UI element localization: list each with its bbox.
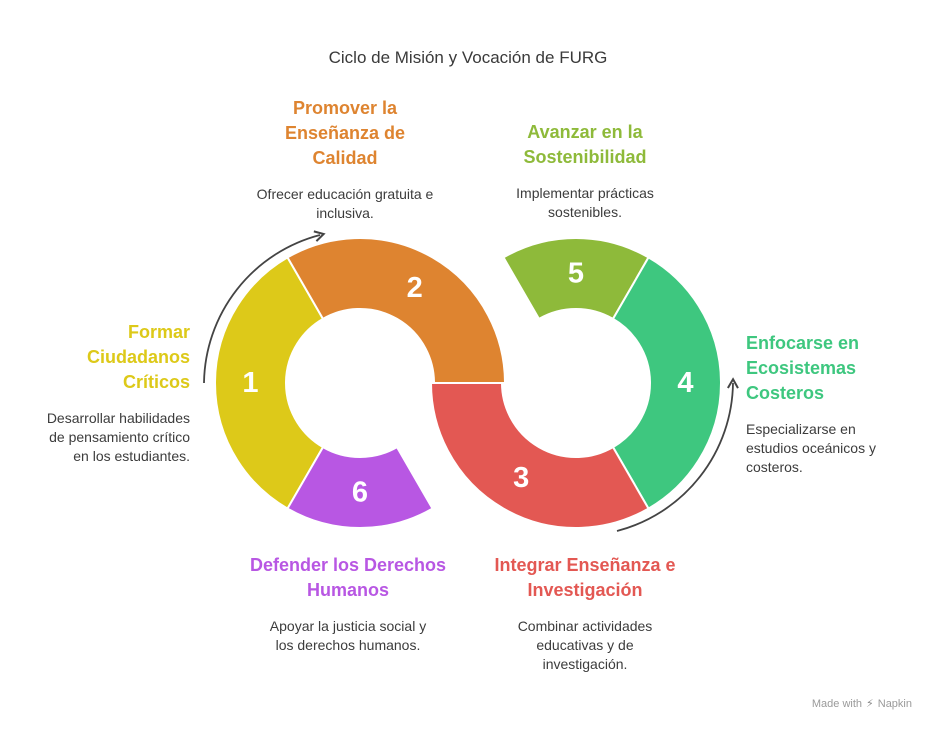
diagram-title: Ciclo de Misión y Vocación de FURG — [328, 48, 608, 67]
ring-segment-6 — [286, 445, 434, 529]
segment-5-heading: Avanzar en la Sostenibilidad — [523, 122, 647, 167]
segment-2-number: 2 — [407, 272, 423, 304]
segment-2-text: Promover la Enseñanza de Calidad Ofrecer… — [245, 96, 445, 223]
segment-1-number: 1 — [242, 367, 258, 399]
ring-segment-4 — [611, 256, 722, 510]
segment-6-heading: Defender los Derechos Humanos — [249, 555, 447, 600]
napkin-logo-icon: ⚡ — [866, 698, 874, 710]
cycle-arrow-bottom-right — [616, 377, 739, 532]
made-with-credit: Made with ⚡ Napkin — [811, 697, 912, 711]
segment-6-text: Defender los Derechos Humanos Apoyar la … — [248, 553, 448, 655]
ring-segment-5 — [502, 237, 650, 321]
ring-segment-1 — [214, 256, 325, 510]
segment-5-number: 5 — [568, 258, 584, 290]
segment-2-description: Ofrecer educación gratuita e inclusiva. — [256, 186, 434, 221]
segment-3-number: 3 — [513, 462, 529, 494]
segment-2-heading: Promover la Enseñanza de Calidad — [284, 98, 406, 168]
segment-6-number: 6 — [352, 477, 368, 509]
rings-layer — [214, 237, 722, 529]
segment-3-text: Integrar Enseñanza e Investigación Combi… — [490, 553, 680, 674]
segment-4-text: Enfocarse en Ecosistemas Costeros Especi… — [746, 331, 906, 477]
segment-4-heading: Enfocarse en Ecosistemas Costeros — [746, 333, 860, 403]
segment-3-description: Combinar actividades educativas y de inv… — [517, 618, 653, 672]
ring-segment-3 — [429, 382, 650, 529]
numbers-layer: 1 2 6 5 4 3 — [242, 258, 693, 509]
segment-6-description: Apoyar la justicia social y los derechos… — [269, 618, 427, 653]
credit-text: Made with — [811, 697, 863, 710]
segment-5-description: Implementar prácticas sostenibles. — [516, 185, 654, 220]
segment-1-text: Formar Ciudadanos Críticos Desarrollar h… — [30, 320, 190, 466]
segment-3-heading: Integrar Enseñanza e Investigación — [494, 555, 676, 600]
segment-4-description: Especializarse en estudios oceánicos y c… — [746, 421, 876, 475]
cycle-arrow-top-left — [203, 230, 326, 384]
ring-segment-2 — [286, 237, 507, 384]
segment-5-text: Avanzar en la Sostenibilidad Implementar… — [490, 120, 680, 222]
segment-4-number: 4 — [677, 367, 693, 399]
segment-1-heading: Formar Ciudadanos Críticos — [86, 322, 190, 392]
credit-brand: Napkin — [877, 697, 912, 710]
segment-1-description: Desarrollar habilidades de pensamiento c… — [46, 410, 190, 464]
